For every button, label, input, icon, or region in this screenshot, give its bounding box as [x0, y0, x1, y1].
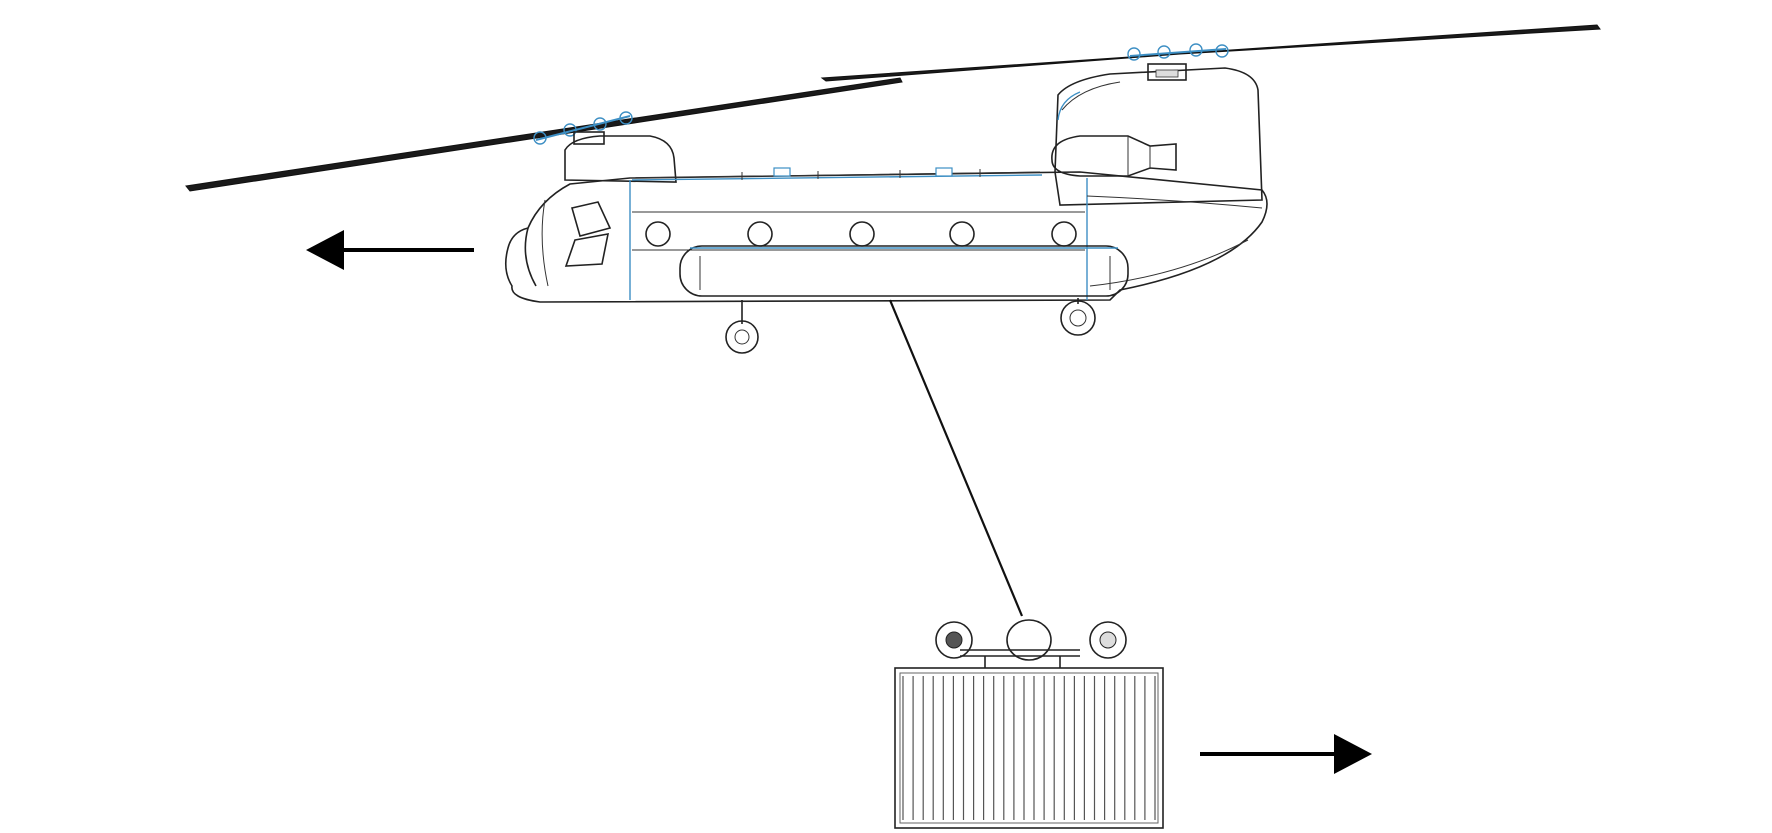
window — [849, 221, 875, 247]
window — [949, 221, 975, 247]
window — [747, 221, 773, 247]
front-pylon — [564, 135, 677, 183]
cargo-motion-arrow — [1200, 734, 1372, 774]
helicopter-motion-arrow — [306, 230, 474, 270]
cargo-inner-frame — [899, 672, 1159, 824]
cockpit-window-upper — [570, 201, 612, 237]
engine-nacelle — [1051, 135, 1177, 177]
rear-rotor-blade — [820, 24, 1601, 82]
cargo-drum-right — [1089, 621, 1127, 659]
fuselage-windows — [645, 221, 1077, 247]
rear-pylon — [1054, 67, 1263, 206]
cargo-hook — [1006, 619, 1052, 661]
rear-rotor-hub — [1127, 43, 1229, 81]
rear-landing-gear — [1060, 298, 1096, 336]
front-rotor-hub — [533, 111, 633, 145]
cargo-load — [894, 619, 1164, 829]
window — [645, 221, 671, 247]
sling-cable — [888, 299, 1024, 617]
cockpit-window-lower — [564, 233, 610, 267]
helicopter — [185, 24, 1601, 354]
cargo-drum-left — [935, 621, 973, 659]
cargo-container — [894, 667, 1164, 829]
fuselage — [504, 171, 1268, 303]
front-landing-gear — [725, 300, 759, 354]
window — [1051, 221, 1077, 247]
side-sponson — [679, 245, 1129, 297]
cargo-rigging — [935, 619, 1127, 668]
cargo-ribs — [899, 672, 1159, 824]
